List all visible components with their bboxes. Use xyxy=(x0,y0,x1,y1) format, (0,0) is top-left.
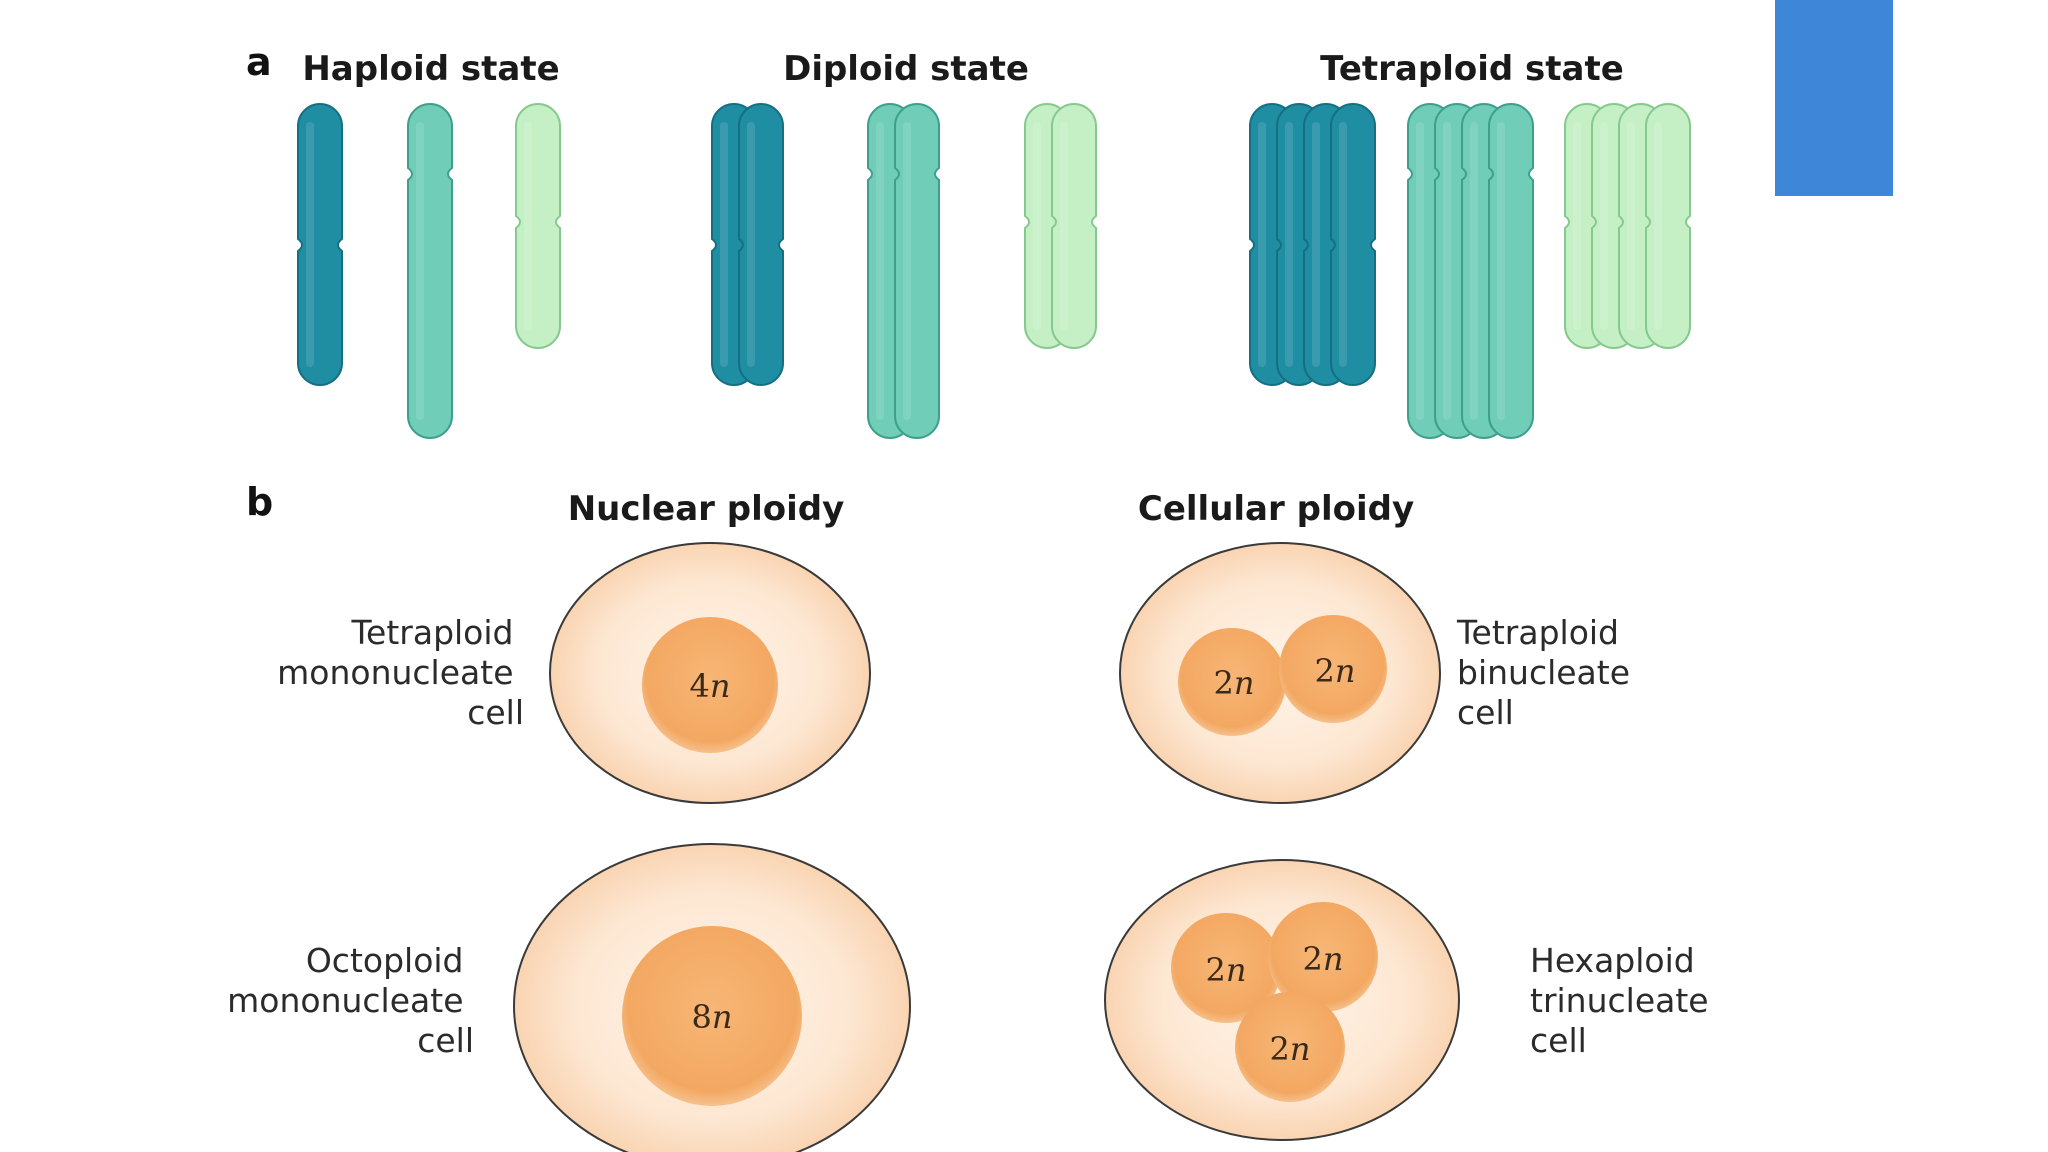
panel-b-letter: b xyxy=(246,480,273,524)
chromosome xyxy=(738,103,784,386)
nucleus-label: 4n xyxy=(690,667,731,705)
chromosome-highlight xyxy=(903,122,911,420)
chromosome-highlight xyxy=(1573,122,1581,330)
cell-tetraploid-binucleate: 2n 2n Tetraploid binucleate cell xyxy=(1119,542,1641,804)
chromosome xyxy=(1051,103,1097,349)
chromosome-highlight xyxy=(1285,122,1293,367)
tetraploid-title: Tetraploid state xyxy=(1320,49,1624,89)
nucleus xyxy=(1279,615,1387,723)
chromosome-highlight xyxy=(524,122,532,330)
nucleus-label: 2n xyxy=(1270,1030,1311,1068)
nucleus-label: 2n xyxy=(1303,940,1344,978)
chromosome-highlight xyxy=(1627,122,1635,330)
chromosome xyxy=(1645,103,1691,349)
chromosome-highlight xyxy=(1416,122,1424,420)
chromosome-highlight xyxy=(1258,122,1266,367)
chromosome-highlight xyxy=(1033,122,1041,330)
haploid-title: Haploid state xyxy=(302,49,559,89)
chromosome xyxy=(894,103,940,439)
nucleus xyxy=(1171,913,1281,1023)
nucleus-label: 2n xyxy=(1315,652,1356,690)
chromosome-highlight xyxy=(1060,122,1068,330)
cell-octoploid-mononucleate: 8n Octoploid mononucleate cell xyxy=(227,843,911,1152)
cell-tetraploid-mononucleate: 4n Tetraploid mononucleate cell xyxy=(277,542,871,804)
nucleus xyxy=(1178,628,1286,736)
cell-label: Tetraploid mononucleate cell xyxy=(277,613,524,732)
chromosome-highlight xyxy=(1470,122,1478,420)
cell-label: Tetraploid binucleate cell xyxy=(1456,613,1641,732)
diploid-title: Diploid state xyxy=(783,49,1029,89)
nucleus xyxy=(622,926,802,1106)
chromosome-highlight xyxy=(1600,122,1608,330)
chromosome xyxy=(297,103,343,386)
nucleus xyxy=(642,617,778,753)
chromosome-highlight xyxy=(306,122,314,367)
chromosome-highlight xyxy=(1339,122,1347,367)
chromosome-highlight xyxy=(1312,122,1320,367)
nucleus xyxy=(1268,902,1378,1012)
chromosome-highlight xyxy=(416,122,424,420)
chromosome xyxy=(1488,103,1534,439)
chromosome-highlight xyxy=(720,122,728,367)
chromosome-highlight xyxy=(747,122,755,367)
chromosome-highlight xyxy=(876,122,884,420)
nucleus-label: 8n xyxy=(692,998,733,1036)
corner-block xyxy=(1775,0,1893,196)
nuclear-ploidy-title: Nuclear ploidy xyxy=(568,489,845,529)
chromosome xyxy=(515,103,561,349)
chromosome-highlight xyxy=(1497,122,1505,420)
chromosome xyxy=(1330,103,1376,386)
nucleus-label: 2n xyxy=(1214,664,1255,702)
nucleus xyxy=(1235,992,1345,1102)
chromosome xyxy=(407,103,453,439)
panel-b: b Nuclear ploidy Cellular ploidy 4n Tetr… xyxy=(227,480,1719,1152)
panel-a-letter: a xyxy=(246,40,272,84)
cell-label: Octoploid mononucleate cell xyxy=(227,941,474,1060)
chromosome-sets xyxy=(297,103,1691,439)
nucleus-label: 2n xyxy=(1206,951,1247,989)
cellular-ploidy-title: Cellular ploidy xyxy=(1138,489,1414,529)
cell-label: Hexaploid trinucleate cell xyxy=(1530,941,1719,1060)
chromosome-highlight xyxy=(1654,122,1662,330)
panel-a: a Haploid state Diploid state Tetraploid… xyxy=(246,40,1691,439)
chromosome-highlight xyxy=(1443,122,1451,420)
cell-hexaploid-trinucleate: 2n 2n 2n Hexaploid trinucleate cell xyxy=(1104,859,1719,1141)
